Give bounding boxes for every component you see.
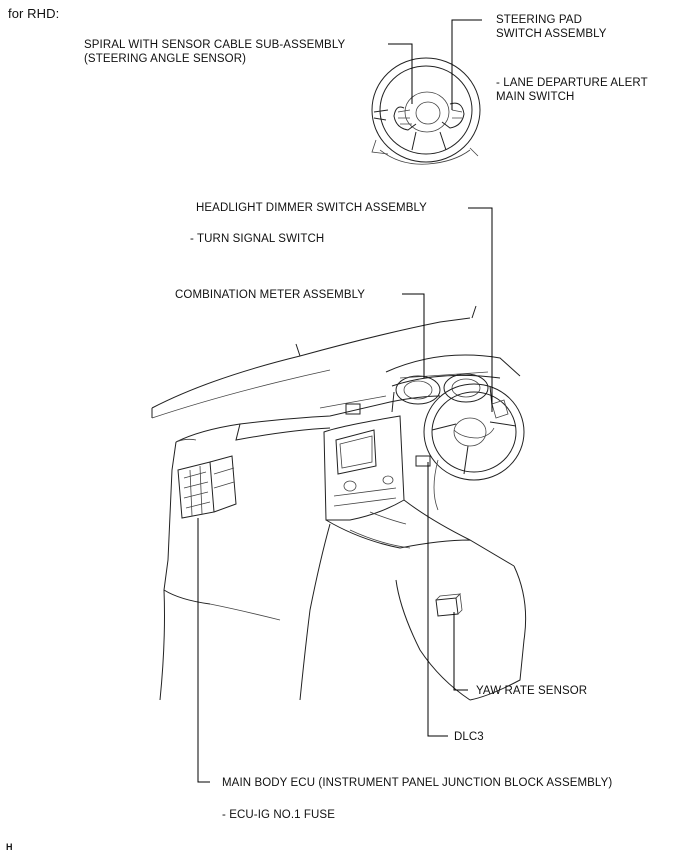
dashboard-illustration [151,305,527,701]
footer-code: H [6,842,13,852]
label-headlight-dimmer: HEADLIGHT DIMMER SWITCH ASSEMBLY [196,202,427,214]
label-steering-pad-line2: SWITCH ASSEMBLY [496,28,607,40]
label-yaw-rate-sensor: YAW RATE SENSOR [476,685,588,697]
leader-lines [197,19,493,783]
label-dlc3: DLC3 [454,731,484,743]
label-spiral-line1: SPIRAL WITH SENSOR CABLE SUB-ASSEMBLY [84,39,346,51]
label-turn-signal: - TURN SIGNAL SWITCH [190,233,325,245]
label-main-body-ecu: MAIN BODY ECU (INSTRUMENT PANEL JUNCTION… [222,777,613,789]
label-ecu-ig-fuse: - ECU-IG NO.1 FUSE [222,809,335,821]
label-lane-departure-line1: - LANE DEPARTURE ALERT [496,77,648,89]
steering-wheel-detail-illustration [371,57,481,165]
label-steering-pad-line1: STEERING PAD [496,14,582,26]
label-spiral-line2: (STEERING ANGLE SENSOR) [84,53,247,65]
label-lane-departure-line2: MAIN SWITCH [496,91,575,103]
header-text: for RHD: [8,6,60,21]
label-combination-meter: COMBINATION METER ASSEMBLY [175,289,366,301]
